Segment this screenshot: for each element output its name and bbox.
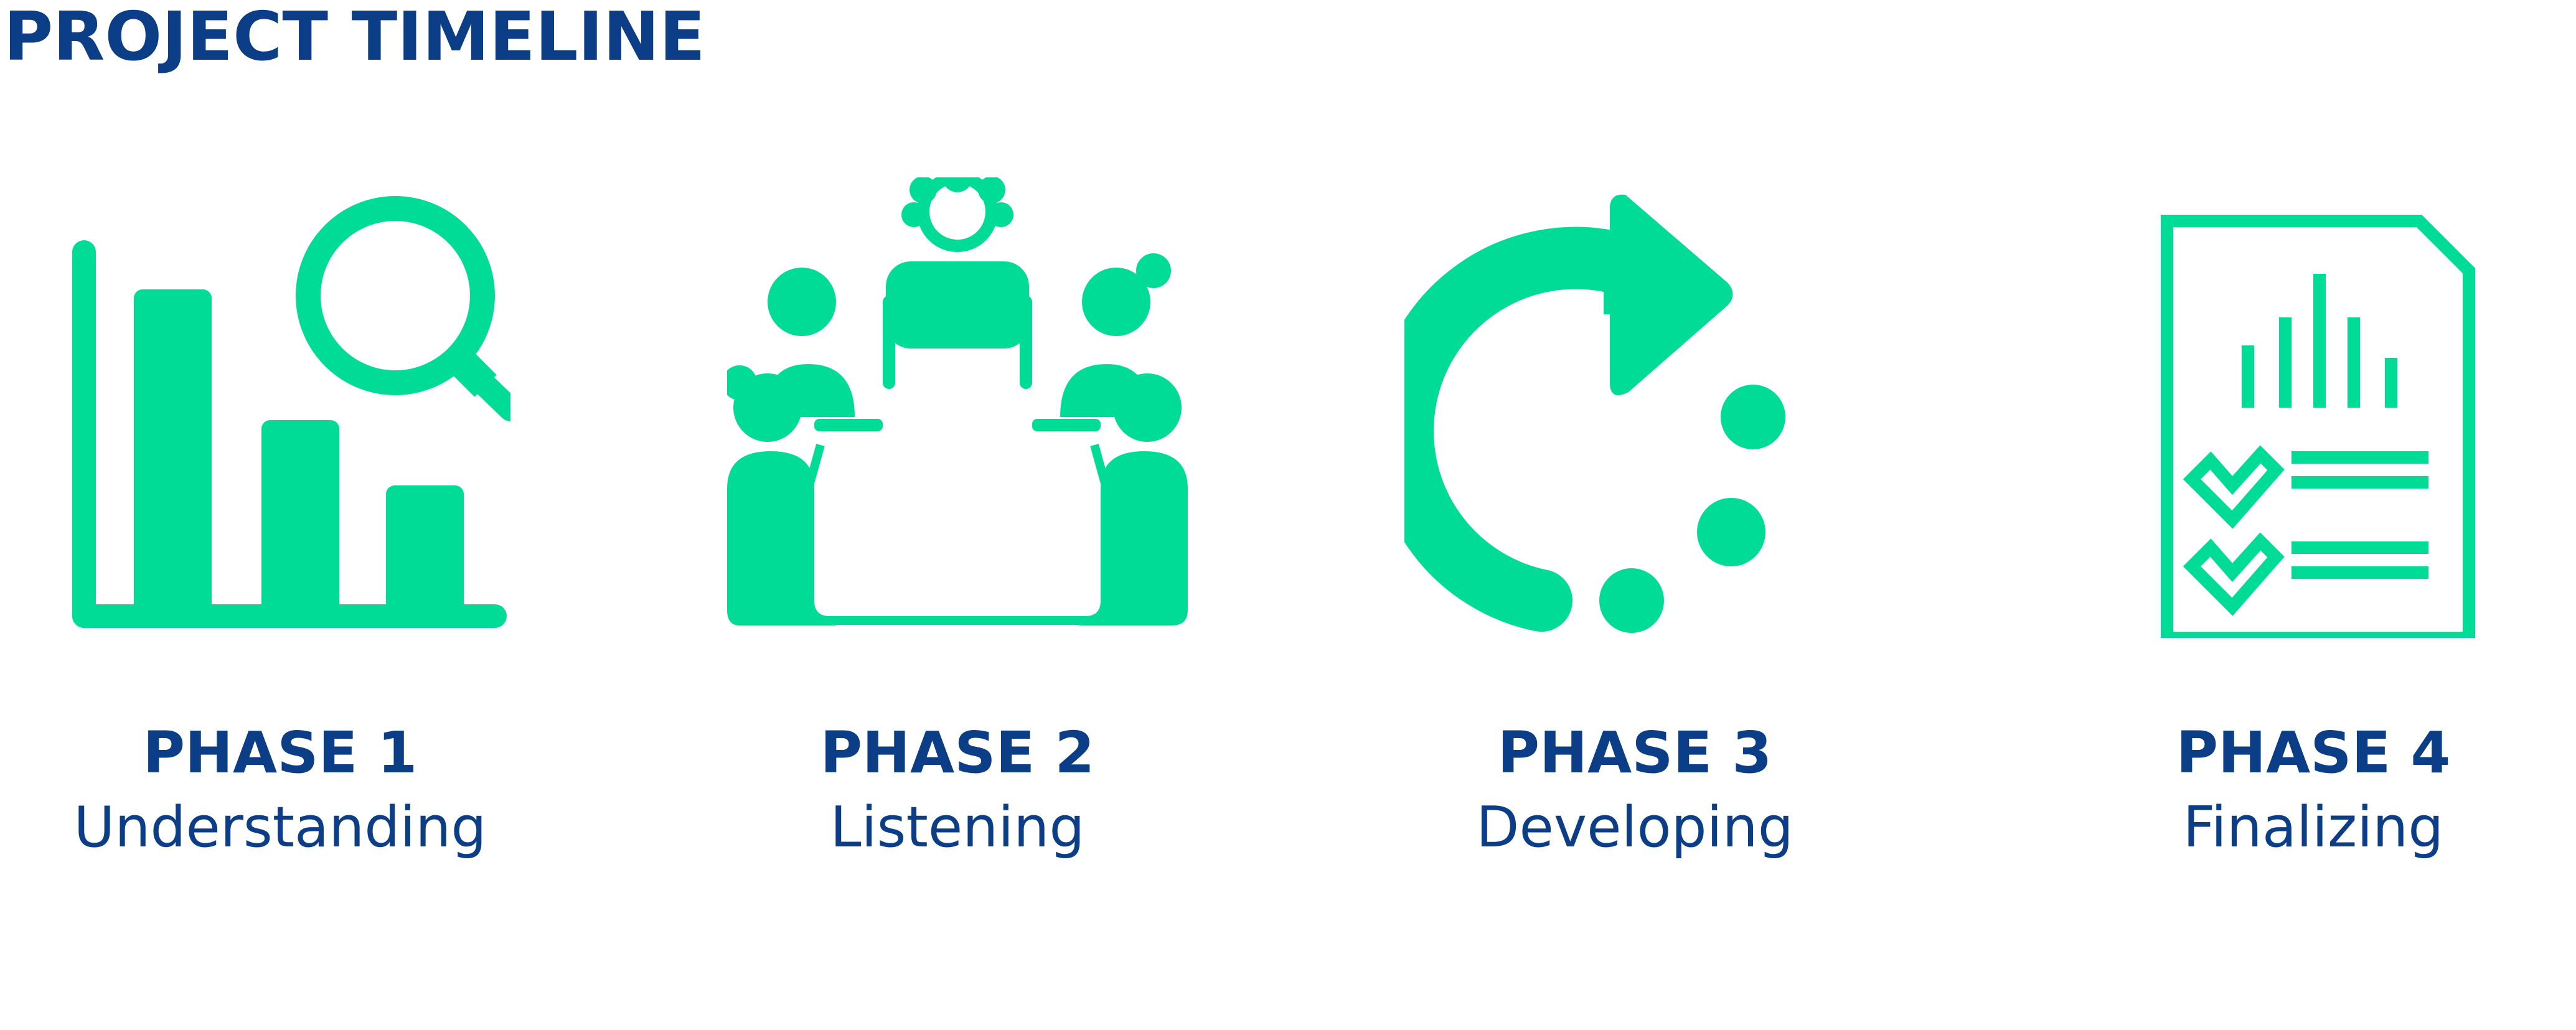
loading-arrow-icon bbox=[1404, 177, 1865, 638]
phase-label: PHASE 2 bbox=[820, 719, 1095, 786]
phase-name: Finalizing bbox=[2183, 795, 2444, 860]
phase-label: PHASE 4 bbox=[2176, 719, 2451, 786]
checklist-report-icon bbox=[2083, 177, 2544, 638]
phase-name: Developing bbox=[1476, 795, 1793, 860]
bar-chart-magnifier-icon bbox=[50, 177, 510, 638]
phase-name: Understanding bbox=[73, 795, 487, 860]
phase-1: PHASE 1 Understanding bbox=[0, 177, 560, 893]
meeting-table-icon bbox=[727, 177, 1188, 638]
phase-2: PHASE 2 Listening bbox=[677, 177, 1238, 893]
phase-name: Listening bbox=[830, 795, 1085, 860]
page-title: PROJECT TIMELINE bbox=[4, 0, 705, 76]
phase-label: PHASE 1 bbox=[143, 719, 418, 786]
phase-3: PHASE 3 Developing bbox=[1355, 177, 1915, 893]
phase-4: PHASE 4 Finalizing bbox=[2033, 177, 2576, 893]
phase-label: PHASE 3 bbox=[1497, 719, 1772, 786]
